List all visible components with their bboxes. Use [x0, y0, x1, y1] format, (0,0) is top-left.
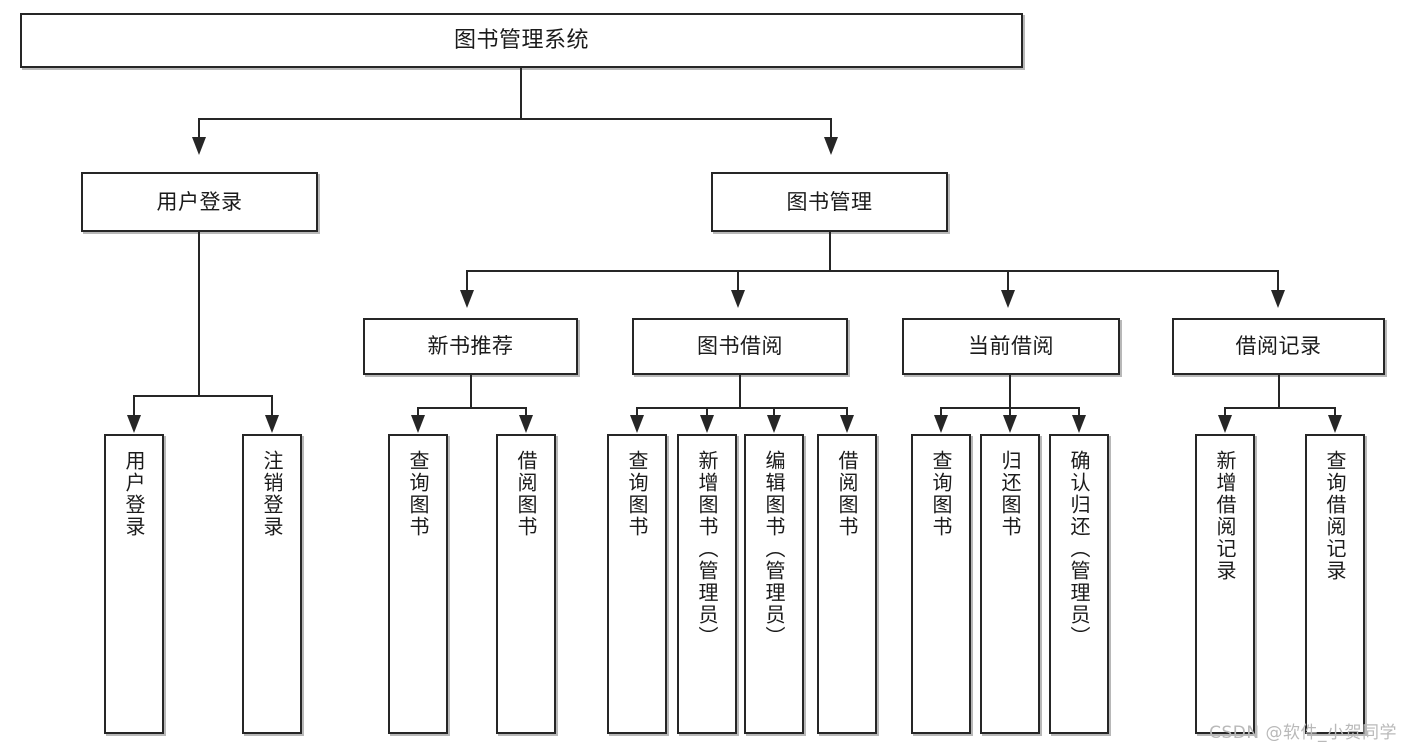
- arrow-to-leaf-新增借阅记录: [1218, 415, 1232, 433]
- node-leaf-查询图书-当前借阅[interactable]: 查询图书: [911, 434, 971, 734]
- arrow-to-leaf-借阅图书-新书: [519, 415, 533, 433]
- node-leaf-新增借阅记录[interactable]: 新增借阅记录: [1195, 434, 1255, 734]
- node-label: 用户登录: [122, 450, 146, 538]
- edge-新书推荐-drop-2: [525, 407, 527, 417]
- edge-用户登录-drop-1: [133, 395, 135, 417]
- node-leaf-确认归还[interactable]: 确认归还（管理员）: [1049, 434, 1109, 734]
- arrow-to-图书借阅: [731, 290, 745, 308]
- arrow-to-当前借阅: [1001, 290, 1015, 308]
- arrow-to-用户登录: [192, 137, 206, 155]
- edge-root-drop-2: [830, 118, 832, 139]
- node-label: 编辑图书（管理员）: [762, 450, 786, 648]
- node-label: 借阅图书: [514, 450, 538, 538]
- node-label: 借阅记录: [1235, 334, 1322, 359]
- arrow-to-leaf-查询图书-新书: [411, 415, 425, 433]
- edge-图书管理-stem: [829, 232, 831, 271]
- node-leaf-新增图书[interactable]: 新增图书（管理员）: [677, 434, 737, 734]
- node-root-图书管理系统[interactable]: 图书管理系统: [20, 13, 1023, 68]
- arrow-to-借阅记录: [1271, 290, 1285, 308]
- edge-新书推荐-stem: [470, 375, 472, 408]
- edge-图书管理-drop-3: [1007, 270, 1009, 292]
- edge-图书借阅-stem: [739, 375, 741, 408]
- edge-图书管理-drop-2: [737, 270, 739, 292]
- node-leaf-编辑图书[interactable]: 编辑图书（管理员）: [744, 434, 804, 734]
- arrow-to-leaf-注销登录: [265, 415, 279, 433]
- edge-借阅记录-drop-1: [1224, 407, 1226, 417]
- node-leaf-借阅图书-新书推荐[interactable]: 借阅图书: [496, 434, 556, 734]
- arrow-to-leaf-查询图书-当前: [934, 415, 948, 433]
- arrow-to-leaf-查询图书-借阅: [630, 415, 644, 433]
- node-leaf-归还图书[interactable]: 归还图书: [980, 434, 1040, 734]
- edge-root-drop-1: [198, 118, 200, 139]
- edge-借阅记录-stem: [1278, 375, 1280, 408]
- node-新书推荐[interactable]: 新书推荐: [363, 318, 578, 375]
- node-label: 确认归还（管理员）: [1067, 450, 1091, 648]
- edge-新书推荐-bus: [417, 407, 527, 409]
- node-leaf-查询图书-图书借阅[interactable]: 查询图书: [607, 434, 667, 734]
- edge-当前借阅-drop-3: [1078, 407, 1080, 417]
- arrow-to-leaf-查询借阅记录: [1328, 415, 1342, 433]
- edge-当前借阅-drop-1: [940, 407, 942, 417]
- node-图书借阅[interactable]: 图书借阅: [632, 318, 848, 375]
- node-label: 新增图书（管理员）: [695, 450, 719, 648]
- edge-当前借阅-stem: [1009, 375, 1011, 408]
- node-label: 查询图书: [929, 450, 953, 538]
- arrow-to-leaf-编辑图书: [767, 415, 781, 433]
- edge-图书管理-drop-4: [1277, 270, 1279, 292]
- edge-借阅记录-drop-2: [1334, 407, 1336, 417]
- arrow-to-leaf-确认归还: [1072, 415, 1086, 433]
- node-label: 图书借阅: [697, 334, 783, 359]
- edge-图书借阅-drop-4: [846, 407, 848, 417]
- arrow-to-leaf-借阅图书-借阅: [840, 415, 854, 433]
- edge-新书推荐-drop-1: [417, 407, 419, 417]
- node-label: 图书管理系统: [453, 27, 589, 53]
- node-label: 当前借阅: [968, 334, 1054, 359]
- node-label: 借阅图书: [835, 450, 859, 538]
- node-当前借阅[interactable]: 当前借阅: [902, 318, 1120, 375]
- node-label: 查询图书: [625, 450, 649, 538]
- edge-图书借阅-drop-3: [773, 407, 775, 417]
- node-leaf-查询图书-新书推荐[interactable]: 查询图书: [388, 434, 448, 734]
- node-用户登录[interactable]: 用户登录: [81, 172, 318, 232]
- edge-当前借阅-drop-2: [1009, 407, 1011, 417]
- edge-图书管理-drop-1: [466, 270, 468, 292]
- node-leaf-用户登录[interactable]: 用户登录: [104, 434, 164, 734]
- edge-图书借阅-drop-2: [706, 407, 708, 417]
- edge-借阅记录-bus: [1224, 407, 1336, 409]
- edge-图书管理-bus: [466, 270, 1278, 272]
- arrow-to-leaf-归还图书: [1003, 415, 1017, 433]
- node-leaf-查询借阅记录[interactable]: 查询借阅记录: [1305, 434, 1365, 734]
- edge-图书借阅-drop-1: [636, 407, 638, 417]
- node-leaf-注销登录[interactable]: 注销登录: [242, 434, 302, 734]
- edge-root-stem: [520, 68, 522, 119]
- node-leaf-借阅图书-图书借阅[interactable]: 借阅图书: [817, 434, 877, 734]
- node-label: 归还图书: [998, 450, 1022, 538]
- node-label: 查询图书: [406, 450, 430, 538]
- arrow-to-leaf-新增图书: [700, 415, 714, 433]
- node-label: 新书推荐: [427, 334, 514, 359]
- edge-用户登录-drop-2: [271, 395, 273, 417]
- node-label: 注销登录: [260, 450, 284, 538]
- node-label: 查询借阅记录: [1323, 450, 1347, 582]
- node-label: 用户登录: [156, 189, 243, 214]
- arrow-to-图书管理: [824, 137, 838, 155]
- edge-用户登录-bus: [133, 395, 272, 397]
- edge-用户登录-stem: [198, 232, 200, 396]
- edge-图书借阅-bus: [636, 407, 848, 409]
- node-图书管理[interactable]: 图书管理: [711, 172, 948, 232]
- arrow-to-leaf-用户登录: [127, 415, 141, 433]
- node-label: 新增借阅记录: [1213, 450, 1237, 582]
- arrow-to-新书推荐: [460, 290, 474, 308]
- node-借阅记录[interactable]: 借阅记录: [1172, 318, 1385, 375]
- node-label: 图书管理: [786, 189, 873, 214]
- edge-root-bus: [198, 118, 832, 120]
